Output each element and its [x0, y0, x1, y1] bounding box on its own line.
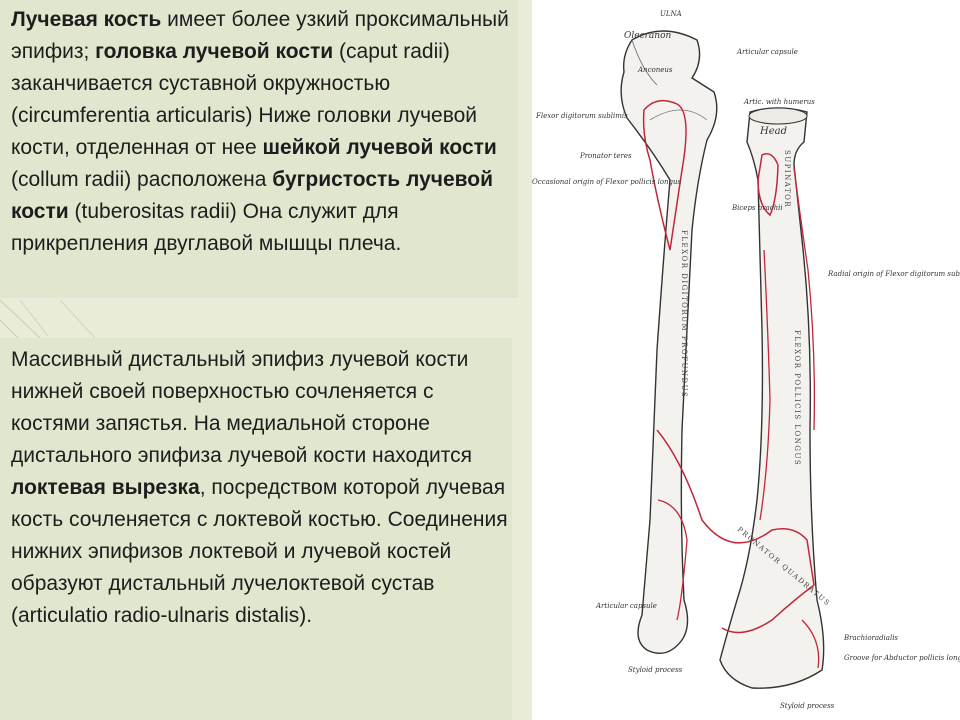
styloid-label-1: Styloid process — [628, 666, 683, 674]
flexor-sublimis-label: Flexor digitorum sublimis — [535, 112, 628, 120]
radial-origin-label: Radial origin of Flexor digitorum sublim… — [827, 270, 960, 278]
ulna-bone — [620, 30, 718, 654]
text-segment: , посредством которой лучевая кость сочл… — [11, 476, 508, 627]
styloid-label-2: Styloid process — [780, 702, 835, 710]
fpl-label: FLEXOR POLLICIS LONGUS — [793, 330, 801, 466]
brachioradialis-label: Brachioradialis — [843, 634, 898, 642]
supinator-label: SUPINATOR — [783, 150, 791, 208]
muscle-attachment-outline — [801, 619, 820, 669]
articular-capsule-label: Articular capsule — [736, 48, 798, 56]
fdp-label: FLEXOR DIGITORUM PROFUNDUS — [680, 230, 688, 398]
pronator-teres-label: Pronator teres — [579, 152, 632, 160]
occasional-origin-label: Occasional origin of Flexor pollicis lon… — [532, 178, 682, 186]
muscle-attachment-outline — [757, 153, 779, 217]
radius-bone — [719, 107, 825, 689]
term-ulnar-notch: локтевая вырезка — [11, 476, 200, 499]
groove-label: Groove for Abductor pollicis longus and … — [844, 654, 960, 662]
term-radius-head: головка лучевой кости — [95, 40, 334, 63]
muscle-attachment-outline — [793, 167, 816, 431]
ulna-radius-drawing: ULNA Olecranon Articular capsule Anconeu… — [532, 10, 960, 710]
ulna-title: ULNA — [660, 10, 682, 18]
artic-humerus-label: Artic. with humerus — [743, 98, 815, 106]
radius-distal-description: Массивный дистальный эпифиз лучевой кост… — [0, 338, 512, 720]
articular-capsule-label-2: Articular capsule — [595, 602, 657, 610]
muscle-attachment-outline — [642, 99, 687, 251]
olecranon-label: Olecranon — [624, 31, 672, 41]
text-segment: (tuberositas radii) Она служит для прикр… — [11, 200, 402, 255]
head-label: Head — [759, 126, 787, 137]
term-radial-tuberosity: бугристость лучевой кости — [11, 168, 494, 223]
muscle-attachment-outline — [657, 499, 688, 621]
biceps-label: Biceps brachii — [731, 204, 783, 212]
muscle-attachment-outline — [656, 429, 815, 634]
text-segment: (collum radii) расположена — [11, 168, 273, 191]
term-radius-neck: шейкой лучевой кости — [262, 136, 497, 159]
text-segment: (caput radii) заканчивается суставной ок… — [11, 40, 478, 159]
text-segment: Массивный дистальный эпифиз лучевой кост… — [11, 348, 473, 467]
anconeus-label: Anconeus — [637, 66, 673, 74]
text-segment: имеет более узкий проксимальный эпифиз; — [11, 8, 509, 63]
forearm-bones-illustration: ULNA Olecranon Articular capsule Anconeu… — [532, 0, 960, 720]
term-radius: Лучевая кость — [11, 8, 162, 31]
muscle-attachment-outline — [759, 249, 771, 521]
radius-proximal-description: Лучевая кость имеет более узкий проксима… — [0, 0, 518, 298]
